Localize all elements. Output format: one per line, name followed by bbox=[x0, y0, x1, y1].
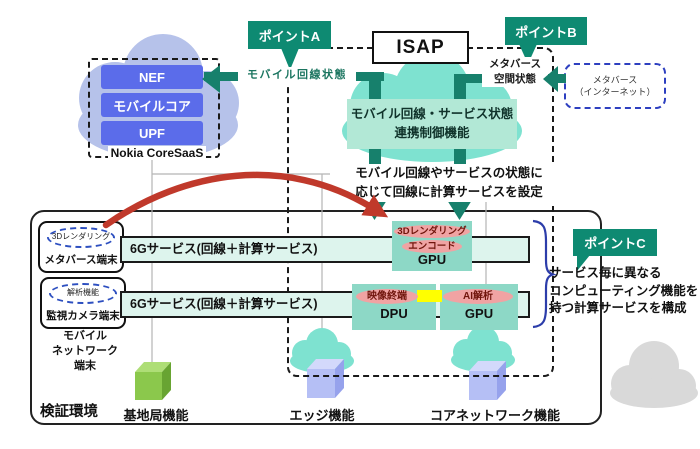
mobile-core-box: モバイルコア bbox=[101, 93, 203, 117]
control-function-box: モバイル回線・サービス状態 連携制御機能 bbox=[347, 99, 517, 149]
upf-box: UPF bbox=[101, 121, 203, 145]
terminal-camera-name: 監視カメラ端末 bbox=[46, 310, 120, 322]
base-station-label: 基地局機能 bbox=[123, 408, 189, 423]
video-termination-oval: 映像終端 bbox=[356, 289, 418, 304]
point-c-note: サービス毎に異なる コンピューティング機能を 持つ計算サービスを構成 bbox=[549, 266, 699, 315]
terminal-metaverse-box: 3Dレンダリング メタバース端末 bbox=[38, 221, 124, 273]
nef-box: NEF bbox=[101, 65, 203, 89]
encode-function-oval: エンコード bbox=[402, 240, 462, 253]
mobile-network-terminal-label: モバイル ネットワーク 端末 bbox=[52, 330, 118, 372]
nokia-caption: Nokia CoreSaaS bbox=[96, 146, 218, 160]
gpu-ai-label: GPU bbox=[464, 306, 494, 321]
dpu-label: DPU bbox=[380, 306, 408, 321]
point-b-bubble: ポイントB bbox=[505, 17, 587, 64]
point-c-bubble: ポイントC bbox=[573, 229, 657, 271]
function-link-connector bbox=[417, 290, 442, 302]
edge-label: エッジ機能 bbox=[289, 408, 355, 423]
terminal-metaverse-name: メタバース端末 bbox=[44, 254, 118, 266]
instruction-text: モバイル回線やサービスの状態に 応じて回線に計算サービスを設定 bbox=[330, 164, 568, 202]
mobile-line-status-label: モバイル回線状態 bbox=[238, 67, 356, 84]
core-label: コアネットワーク機能 bbox=[429, 408, 560, 423]
metaverse-space-status-label: メタバース 空間状態 bbox=[482, 57, 548, 87]
metaverse-internet-box: メタバース （インターネット） bbox=[564, 63, 666, 109]
env-label: 検証環境 bbox=[40, 404, 98, 420]
render-function-oval: 3Dレンダリング bbox=[394, 225, 470, 238]
point-a-bubble: ポイントA bbox=[248, 21, 331, 70]
rendering-function-oval: 3Dレンダリング bbox=[47, 227, 115, 248]
gpu-render-label: GPU bbox=[417, 252, 447, 267]
terminal-camera-box: 解析機能 監視カメラ端末 bbox=[40, 277, 126, 329]
ai-analysis-oval: AI解析 bbox=[443, 289, 513, 304]
internet-cloud-shape bbox=[610, 341, 698, 408]
analysis-function-oval: 解析機能 bbox=[49, 283, 117, 304]
isap-box: ISAP bbox=[372, 31, 469, 64]
